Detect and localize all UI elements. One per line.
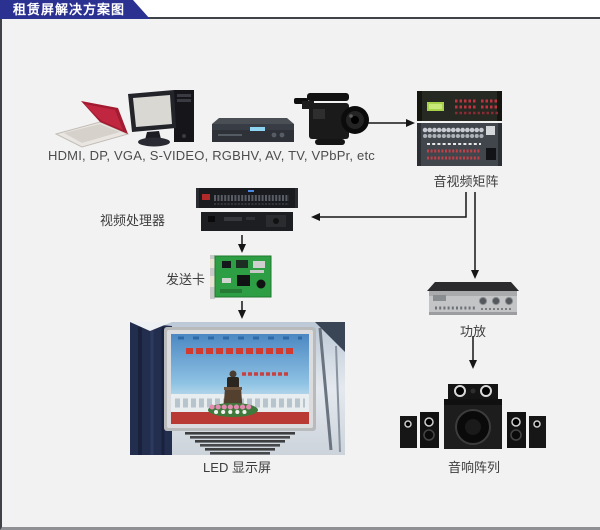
- desktop-computer-image: [128, 90, 194, 147]
- dvd-player-image: [212, 118, 294, 142]
- video-processor-image: [196, 188, 298, 231]
- sending-card-label: 发送卡: [166, 272, 206, 287]
- amplifier-image: [427, 282, 519, 315]
- av-matrix-image: [417, 91, 502, 166]
- header-rule: [0, 17, 600, 19]
- sending-card-image: [210, 255, 272, 299]
- video-processor-label: 视频处理器: [100, 213, 166, 228]
- laptop-image: [54, 101, 130, 148]
- amplifier-label: 功放: [459, 324, 487, 339]
- led-screen-image: [130, 322, 345, 455]
- video-camera-image: [294, 93, 369, 145]
- page-title: 租赁屏解决方案图: [0, 0, 150, 19]
- interface-types-label: HDMI, DP, VGA, S-VIDEO, RGBHV, AV, TV, V…: [48, 148, 375, 163]
- led-screen-label: LED 显示屏: [203, 460, 271, 475]
- speaker-array-label: 音响阵列: [447, 460, 501, 475]
- av-matrix-label: 音视频矩阵: [433, 174, 499, 189]
- speaker-array-image: [400, 384, 546, 449]
